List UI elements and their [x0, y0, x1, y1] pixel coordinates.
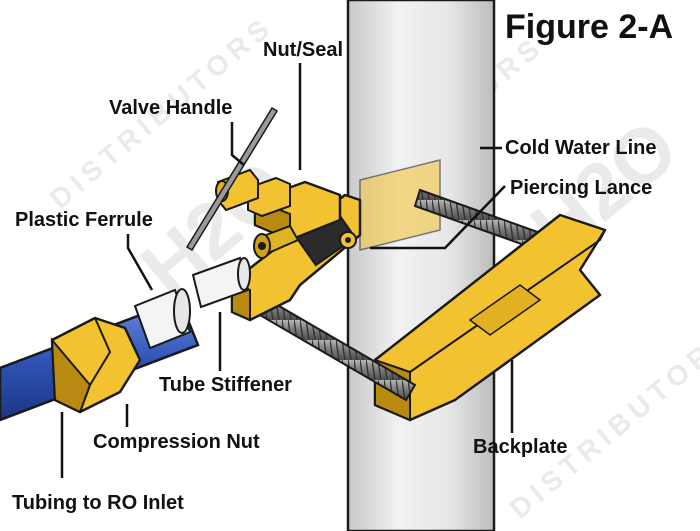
- figure-title: Figure 2-A: [505, 8, 674, 46]
- label-valve-handle: Valve Handle: [109, 97, 233, 119]
- valve-handle-rod: [185, 106, 279, 252]
- label-plastic-ferrule: Plastic Ferrule: [15, 209, 153, 231]
- label-nut-seal: Nut/Seal: [263, 39, 344, 61]
- leader-plastic-ferrule: [126, 234, 154, 291]
- watermark-text-3: DISTRIBUTORS: [504, 320, 700, 525]
- label-backplate: Backplate: [473, 436, 568, 458]
- plastic-ferrule-part: [133, 288, 192, 350]
- compression-nut-part: [50, 316, 142, 414]
- label-compression-nut: Compression Nut: [93, 431, 260, 453]
- tube-stiffener-part: [191, 256, 251, 309]
- leader-piercing-lance: [370, 185, 506, 250]
- leader-lines: [60, 63, 514, 478]
- label-piercing-lance: Piercing Lance: [510, 177, 653, 199]
- leader-valve-handle: [230, 122, 245, 166]
- label-tubing-to-ro-inlet: Tubing to RO Inlet: [12, 492, 184, 514]
- label-cold-water-line: Cold Water Line: [505, 137, 657, 159]
- label-tube-stiffener: Tube Stiffener: [159, 374, 292, 396]
